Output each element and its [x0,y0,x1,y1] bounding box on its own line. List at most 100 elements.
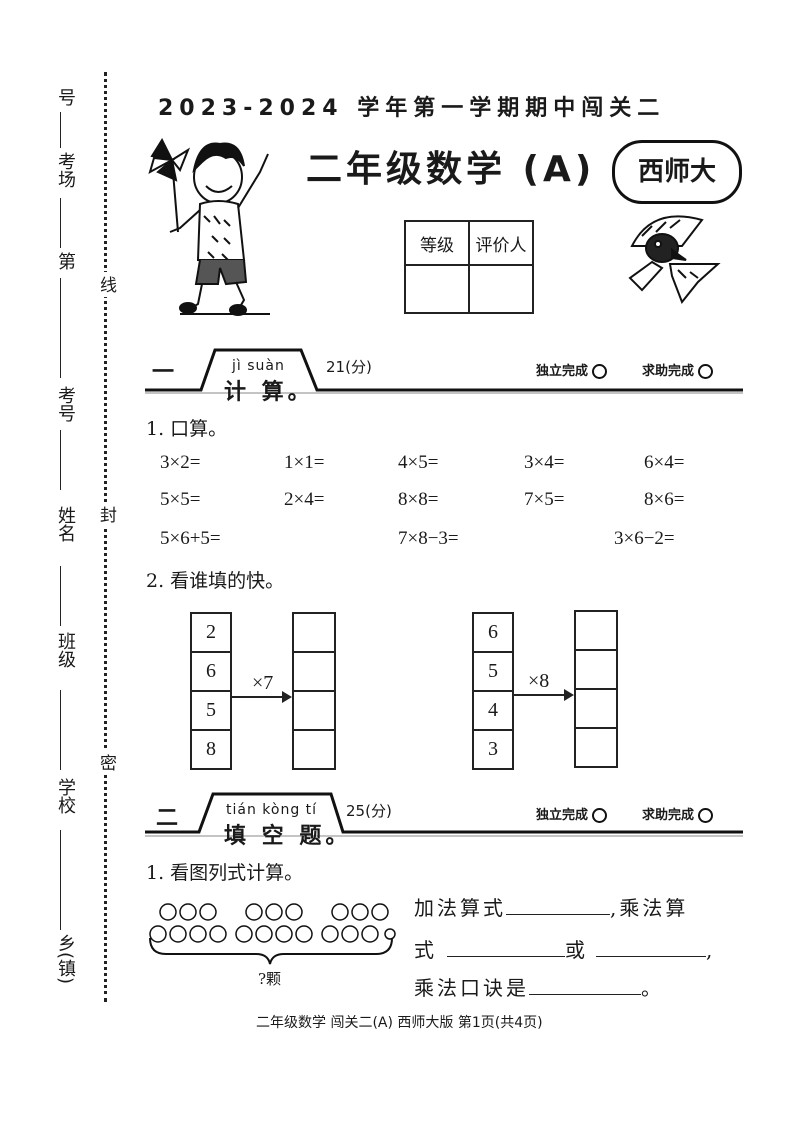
section-title-2: 填 空 题。 [224,824,352,849]
binding-kaohao: 考号 [55,386,76,422]
multiplication-label-a: ,乘法算 [610,896,689,920]
binding-di: 第 [55,252,76,270]
grade-table: 等级 评价人 [404,220,534,314]
equation: 3×6−2= [614,528,675,549]
equation: 1×1= [284,452,325,473]
answer-cell[interactable] [292,690,336,731]
number-cell: 5 [190,690,232,731]
radio-circle-icon[interactable] [698,808,714,823]
binding-line [60,566,61,626]
right-input-column: 6 5 4 3 [472,612,514,770]
right-answer-column [574,610,618,768]
rhyme-line: 乘法口诀是 。 [414,972,664,1001]
answer-cell[interactable] [574,727,618,768]
section-pinyin-1: jì suàn [232,358,285,374]
binding-line [60,690,61,770]
binding-xingming: 姓名 [55,506,76,542]
mode-independent-2[interactable]: 独立完成 [536,804,608,823]
answer-cell[interactable] [292,729,336,770]
section-banner-2 [145,792,743,837]
equation: 7×8−3= [398,528,459,549]
evaluator-cell[interactable] [468,264,534,314]
binding-line [60,112,61,148]
binding-line [60,198,61,248]
section-title-1: 计 算。 [224,380,314,405]
equation: 3×2= [160,452,201,473]
section-score-1: 21(分) [326,358,372,376]
arrow-head-icon [282,691,292,703]
binding-hao: 号 [55,88,76,106]
mode-label: 独立完成 [536,364,589,379]
number-cell: 8 [190,729,232,770]
comma-label: , [706,938,716,962]
apples-caption: ?颗 [258,970,282,988]
bird-illustration [628,215,721,304]
seal-label-mi: 密 [94,750,119,775]
number-cell: 2 [190,612,232,653]
binding-line [60,430,61,490]
mode-independent-1[interactable]: 独立完成 [536,360,608,379]
subject-title: 二年级数学 (A) [306,149,596,190]
seal-dotted-line [104,72,107,1002]
or-label: 或 [565,938,588,962]
equation: 4×5= [398,452,439,473]
page-footer: 二年级数学 闯关二(A) 西师大版 第1页(共4页) [256,1015,543,1031]
addition-line: 加法算式 ,乘法算 [414,892,688,921]
binding-xuexiao: 学校 [55,778,76,814]
multiplication-line: 式 或, [414,934,715,963]
answer-cell[interactable] [574,610,618,651]
number-cell: 6 [472,612,514,653]
section-score-2: 25(分) [346,802,392,820]
seal-label-xian: 线 [94,272,119,297]
number-cell: 6 [190,651,232,692]
question-1-label: 1. 口算。 [146,418,228,440]
mode-help-2[interactable]: 求助完成 [642,804,714,823]
binding-banji: 班级 [55,632,76,668]
radio-circle-icon[interactable] [592,364,608,379]
left-arrow [232,696,284,698]
answer-cell[interactable] [574,688,618,729]
exam-title: 2023-2024 学年第一学期期中闯关二 [158,96,666,121]
answer-cell[interactable] [574,649,618,690]
rhyme-label: 乘法口诀是 [414,976,529,1000]
mode-label: 独立完成 [536,808,589,823]
evaluator-header: 评价人 [468,220,534,266]
seal-label-feng: 封 [94,502,119,527]
right-arrow [512,694,566,696]
answer-cell[interactable] [292,612,336,653]
publisher-badge: 西师大 [612,140,742,204]
equation: 7×5= [524,489,565,510]
multiplication-blank-2[interactable] [596,938,706,957]
arrow-head-icon [564,689,574,701]
mode-label: 求助完成 [642,364,695,379]
mode-help-1[interactable]: 求助完成 [642,360,714,379]
section-number-1: 一 [152,360,175,385]
grade-cell[interactable] [404,264,470,314]
equation: 5×5= [160,489,201,510]
left-answer-column [292,612,336,770]
mode-label: 求助完成 [642,808,695,823]
radio-circle-icon[interactable] [592,808,608,823]
number-cell: 3 [472,729,514,770]
rhyme-blank[interactable] [529,976,641,995]
equation: 6×4= [644,452,685,473]
left-input-column: 2 6 5 8 [190,612,232,770]
answer-cell[interactable] [292,651,336,692]
left-operator: ×7 [252,672,274,694]
period-label: 。 [641,976,664,1000]
number-cell: 5 [472,651,514,692]
right-operator: ×8 [528,670,550,692]
binding-line [60,830,61,930]
apples-illustration [149,903,396,965]
radio-circle-icon[interactable] [698,364,714,379]
addition-blank[interactable] [506,896,610,915]
grade-header: 等级 [404,220,470,266]
addition-label: 加法算式 [414,896,506,920]
equation: 2×4= [284,489,325,510]
multiplication-label-b: 式 [414,938,437,962]
binding-kaochang: 考场 [55,152,76,188]
multiplication-blank-1[interactable] [447,938,565,957]
equation: 8×8= [398,489,439,510]
boy-illustration [148,137,270,316]
equation: 3×4= [524,452,565,473]
